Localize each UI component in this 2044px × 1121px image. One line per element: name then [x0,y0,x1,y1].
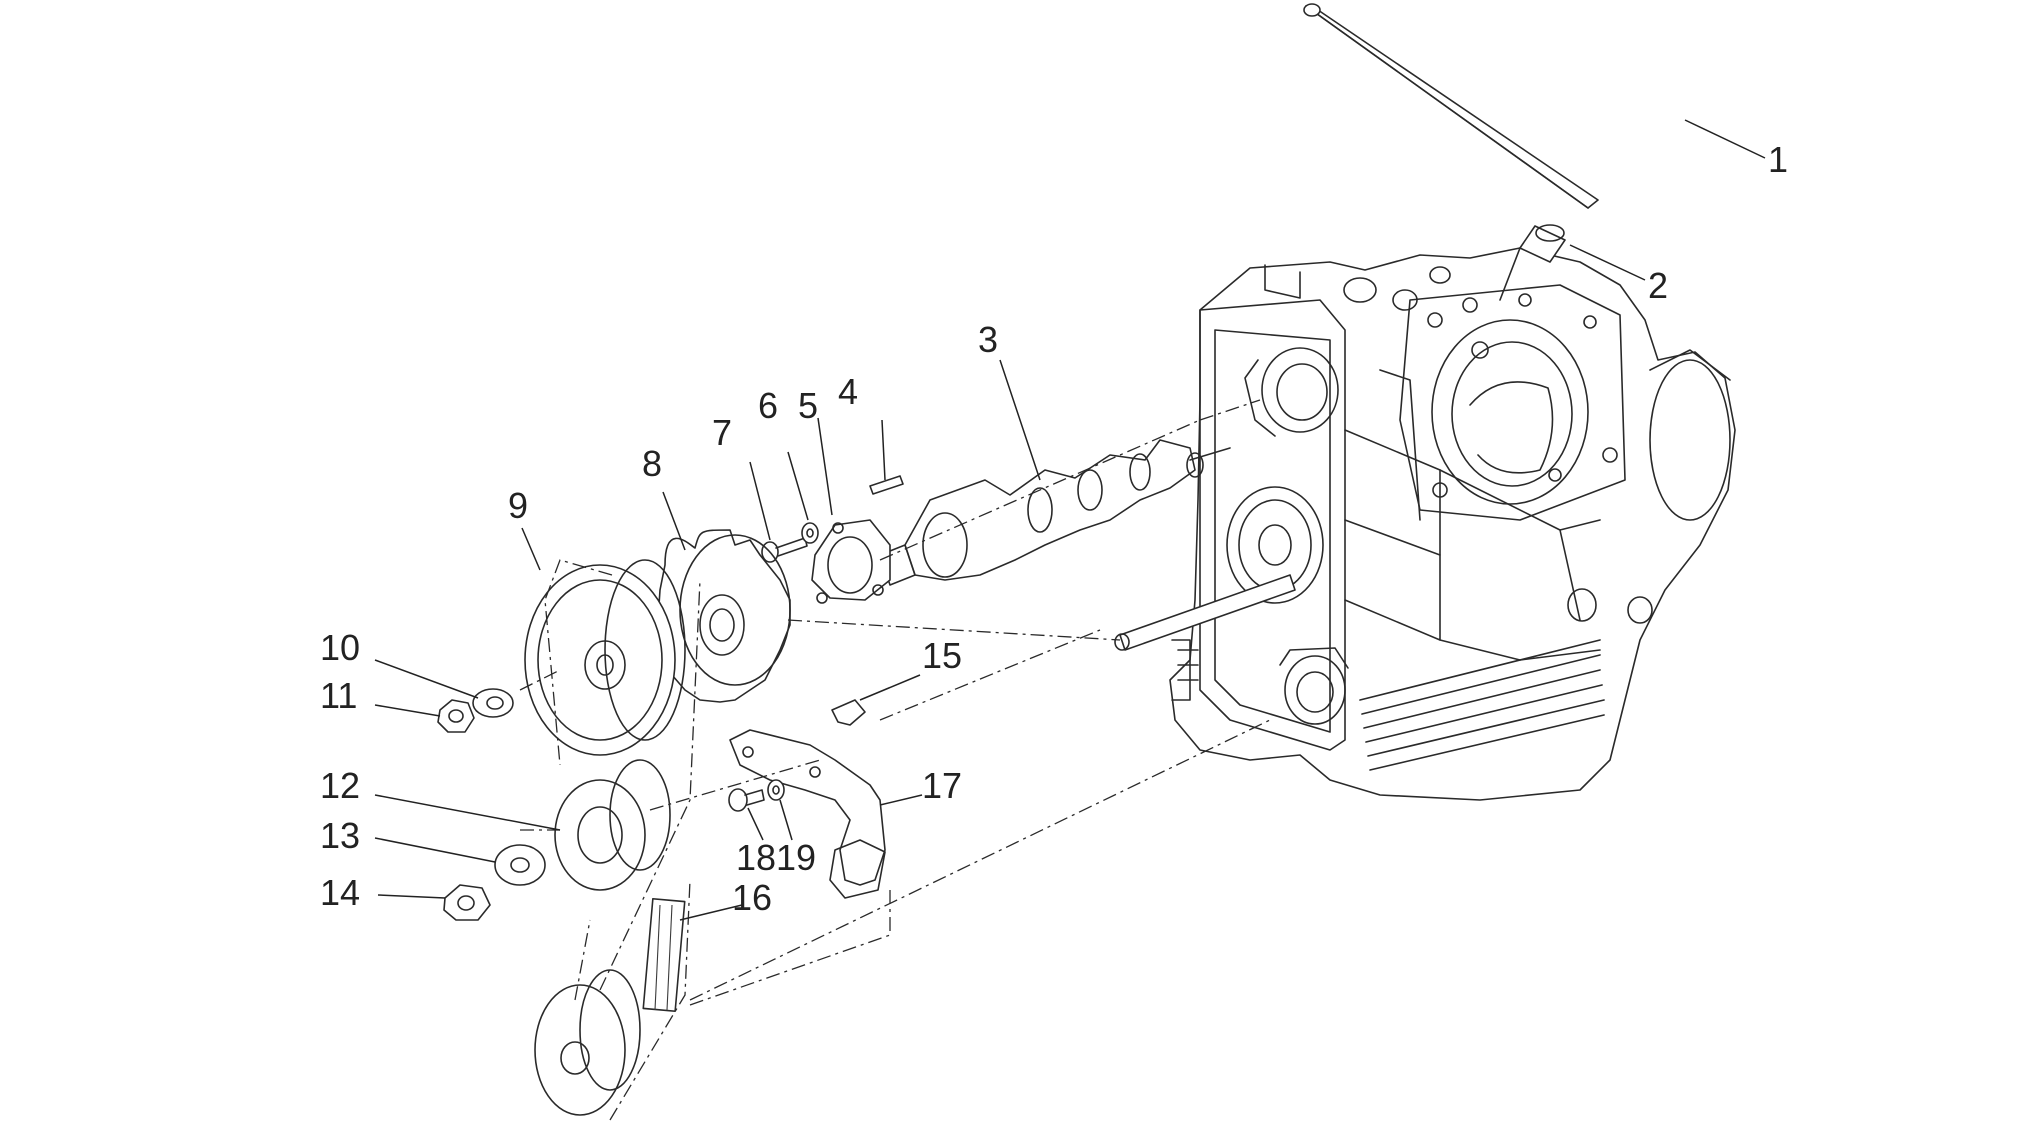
leader-lines [374,119,1766,921]
part-3-camshaft [879,439,1231,586]
part-10-washer [472,688,514,718]
callout-4: 4 [838,371,858,412]
callout-2: 2 [1648,265,1668,306]
part-13-washer [494,844,546,886]
callout-3: 3 [978,319,998,360]
part-15-key [831,699,866,726]
callout-14: 14 [320,872,360,913]
part-1-rod [1303,3,1599,209]
callout-18: 18 [736,837,776,878]
part-18-bolt [728,788,765,812]
callout-9: 9 [508,485,528,526]
callout-5: 5 [798,385,818,426]
part-2-sleeve [1499,224,1566,301]
callout-17: 17 [922,765,962,806]
part-5-flange [811,519,891,604]
cylinder-head-block [1169,247,1736,801]
part-11-nut [437,699,475,733]
callout-15: 15 [922,635,962,676]
part-16-chain [642,898,686,1012]
part-19-washer [767,779,785,801]
callout-12: 12 [320,765,360,806]
callout-7: 7 [712,412,732,453]
callout-16: 16 [732,877,772,918]
part-12-sprocket [554,759,671,891]
part-14-nut [443,884,491,921]
callout-8: 8 [642,443,662,484]
part-7-washer [801,522,819,544]
callout-19: 19 [776,837,816,878]
callout-11: 11 [320,675,357,716]
part-17-tensioner [729,729,886,899]
drive-shaft [1114,574,1296,651]
callout-10: 10 [320,627,360,668]
assembly-axes [519,399,1271,1121]
callout-1: 1 [1768,139,1788,180]
callout-13: 13 [320,815,360,856]
callouts: 1 2 3 4 5 6 7 8 9 10 11 12 13 14 15 16 1… [320,139,1788,918]
part-9-gear [524,559,686,756]
crank-sprocket [534,969,641,1116]
part-4-pin [869,475,904,495]
callout-6: 6 [758,385,778,426]
